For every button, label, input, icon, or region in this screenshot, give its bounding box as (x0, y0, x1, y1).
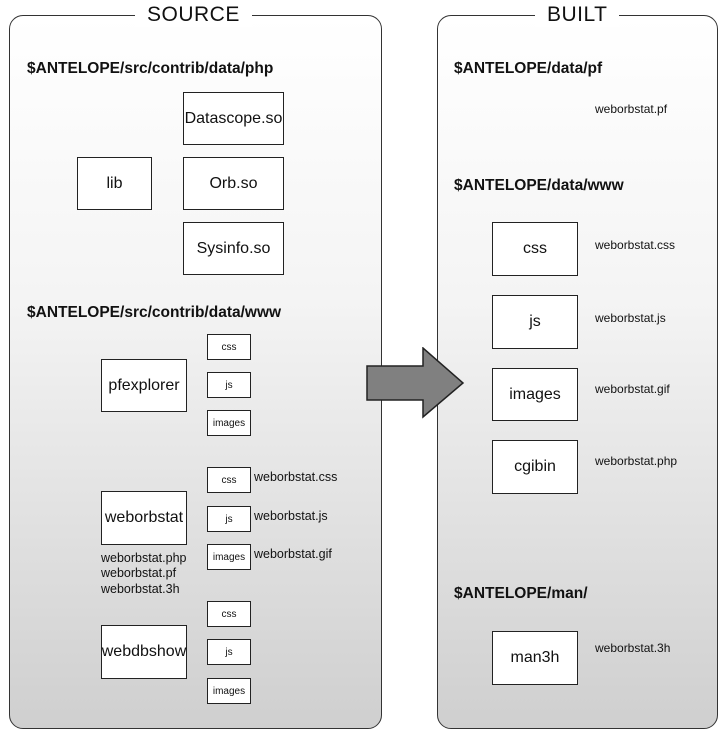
built-www-path: $ANTELOPE/data/www (454, 177, 624, 194)
built-gif-file: weborbstat.gif (595, 382, 670, 396)
pfexplorer-box: pfexplorer (101, 359, 187, 412)
built-js-file: weborbstat.js (595, 311, 666, 325)
build-arrow-icon (366, 347, 465, 419)
weborbstat-box: weborbstat (101, 491, 187, 545)
built-css-file: weborbstat.css (595, 238, 676, 252)
webdbshow-images-box: images (207, 678, 251, 704)
built-css-box: css (492, 222, 578, 276)
pfexplorer-js-box: js (207, 372, 251, 398)
weborbstat-3h-file: weborbstat.3h (101, 582, 180, 596)
orb-so-box: Orb.so (183, 157, 284, 210)
webdbshow-box: webdbshow (101, 625, 187, 679)
lib-box: lib (77, 157, 152, 210)
weborbstat-php-file: weborbstat.php (101, 551, 187, 565)
built-js-box: js (492, 295, 578, 349)
source-www-path: $ANTELOPE/src/contrib/data/www (27, 304, 282, 321)
pfexplorer-images-box: images (207, 410, 251, 436)
built-man-path: $ANTELOPE/man/ (454, 585, 588, 602)
weborbstat-gif-file: weborbstat.gif (254, 547, 332, 561)
weborbstat-images-box: images (207, 544, 251, 570)
built-php-file: weborbstat.php (595, 454, 678, 468)
weborbstat-css-file: weborbstat.css (254, 470, 338, 484)
weborbstat-js-box: js (207, 506, 251, 532)
built-panel-title: BUILT (535, 3, 620, 27)
datascope-so-box: Datascope.so (183, 92, 284, 145)
pfexplorer-css-box: css (207, 334, 251, 360)
built-pf-file: weborbstat.pf (595, 102, 668, 116)
built-3h-file: weborbstat.3h (595, 641, 671, 655)
source-panel-title: SOURCE (135, 3, 252, 27)
webdbshow-js-box: js (207, 639, 251, 665)
built-man3h-box: man3h (492, 631, 578, 685)
source-php-path: $ANTELOPE/src/contrib/data/php (27, 60, 274, 77)
sysinfo-so-box: Sysinfo.so (183, 222, 284, 275)
built-pf-path: $ANTELOPE/data/pf (454, 60, 603, 77)
built-cgibin-box: cgibin (492, 440, 578, 494)
weborbstat-pf-file: weborbstat.pf (101, 566, 177, 580)
weborbstat-js-file: weborbstat.js (254, 509, 328, 523)
weborbstat-css-box: css (207, 467, 251, 493)
built-panel: BUILT (437, 3, 718, 729)
webdbshow-css-box: css (207, 601, 251, 627)
built-images-box: images (492, 368, 578, 421)
